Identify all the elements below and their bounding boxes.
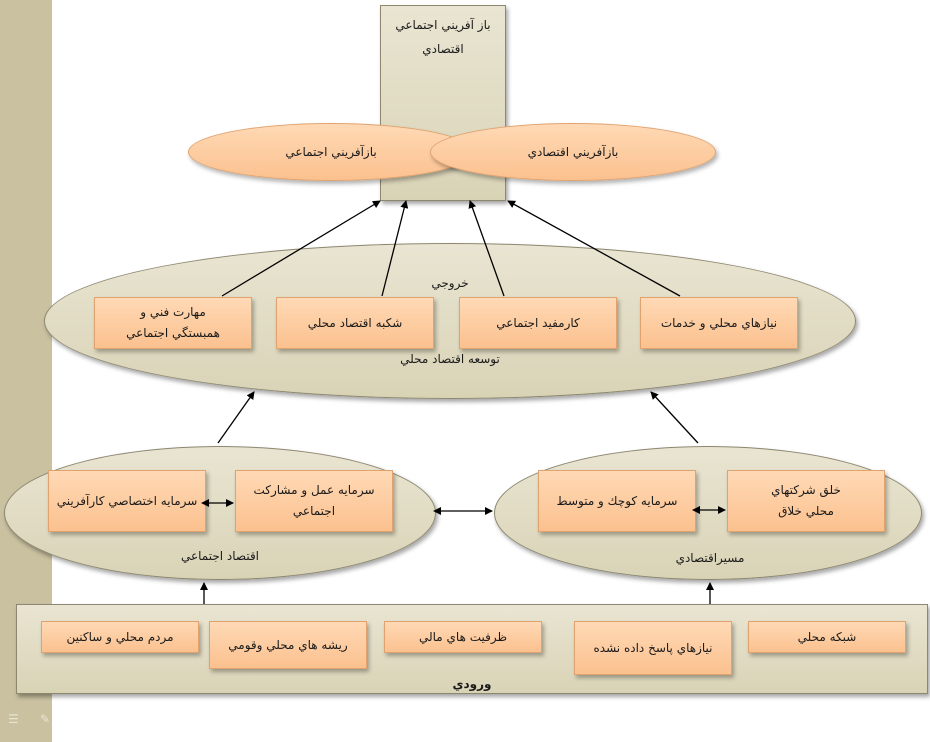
input-label: ورودي [452,677,492,691]
arrow-economic-to-output [650,391,699,444]
arrow-output-to-top-4 [507,200,681,297]
input-item-label: مردم محلي و ساكنين [66,629,174,644]
arrow-output-to-top-3 [468,200,505,297]
input-item-local-network: شبكه محلي [748,621,906,653]
output-item-label: مهارت فني و [140,305,206,319]
social-regeneration-label: بازآفريني اجتماعي [285,144,377,159]
box-label: خلق شركتهاي [771,483,841,497]
input-item-local-ethnic-roots: ريشه هاي محلي وقومي [209,621,367,669]
output-heading: خروجي [431,276,469,290]
social-economy-label: اقتصاد اجتماعي [180,549,260,563]
economic-regeneration-label: بازآفريني اقتصادي [527,144,619,159]
box-label: محلي خلاق [778,504,834,518]
output-item-label: نيازهاي محلي و خدمات [660,315,778,330]
input-item-label: شبكه محلي [797,629,857,644]
social-regeneration-ellipse: بازآفريني اجتماعي [188,123,474,181]
input-item-label: ريشه هاي محلي وقومي [228,637,348,652]
menu-icon[interactable]: ☰ [8,712,19,726]
small-medium-capital-box: سرمايه كوچك و متوسط [538,470,696,532]
input-item-local-people: مردم محلي و ساكنين [41,621,199,653]
input-item-unmet-needs: نيازهاي پاسخ داده نشده [574,621,732,675]
input-item-financial-capacity: ظرفيت هاي مالي [384,621,542,653]
create-local-companies-box: خلق شركتهاي محلي خلاق [727,470,885,532]
box-label: سرمايه اختصاصي كارآفريني [56,493,198,508]
entrepreneurship-capital-box: سرمايه اختصاصي كارآفريني [48,470,206,532]
output-item-local-needs: نيازهاي محلي و خدمات [640,297,798,349]
output-item-label: كارمفيد اجتماعي [496,315,580,330]
input-item-label: نيازهاي پاسخ داده نشده [593,640,713,655]
input-item-label: ظرفيت هاي مالي [418,629,508,644]
economic-path-label: مسيراقتصادي [675,551,745,565]
output-footer: توسعه اقتصاد محلي [400,352,500,366]
arrow-output-to-top-1 [221,200,381,297]
output-item-skills-solidarity: مهارت فني و همبستگي اجتماعي [94,297,252,349]
pen-icon[interactable]: ✎ [40,712,51,726]
action-participation-capital-box: سرمايه عمل و مشاركت اجتماعي [235,470,393,532]
output-item-label: همبستگي اجتماعي [126,326,220,340]
box-label: سرمايه عمل و مشاركت اجتماعي [253,483,375,518]
economic-regeneration-ellipse: بازآفريني اقتصادي [430,123,716,181]
arrow-social-to-output [217,391,255,444]
output-item-label: شكبه اقتصاد محلي [307,315,403,330]
top-box-title-line1: باز آفريني اجتماعي [395,18,491,32]
arrow-output-to-top-2 [381,200,409,297]
output-item-useful-work: كارمفيد اجتماعي [459,297,617,349]
top-box-title-line2: اقتصادي [422,42,464,56]
box-label: سرمايه كوچك و متوسط [556,493,678,508]
output-item-local-economy-network: شكبه اقتصاد محلي [276,297,434,349]
